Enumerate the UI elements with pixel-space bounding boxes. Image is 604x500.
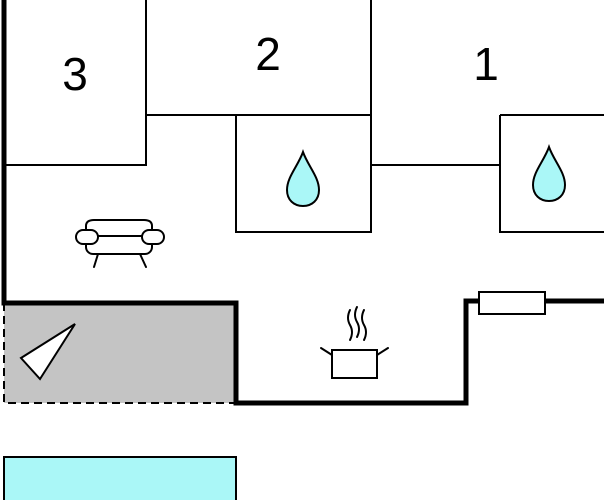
terrace-triangle-icon [19,323,76,381]
terrace-dashed-border [3,303,236,404]
bathroom-water-drop-icon [531,144,567,203]
room-label-3: 3 [62,48,88,100]
room-label-2: 2 [255,28,281,80]
bathroom-water-drop-icon [285,149,321,208]
interior-walls [4,0,604,233]
cooking-pot-icon [320,306,389,379]
sofa-icon [75,219,165,268]
room-label-1: 1 [473,38,499,90]
outer-wall [1,0,604,406]
pool [3,456,237,500]
radiator-icon [478,291,546,315]
